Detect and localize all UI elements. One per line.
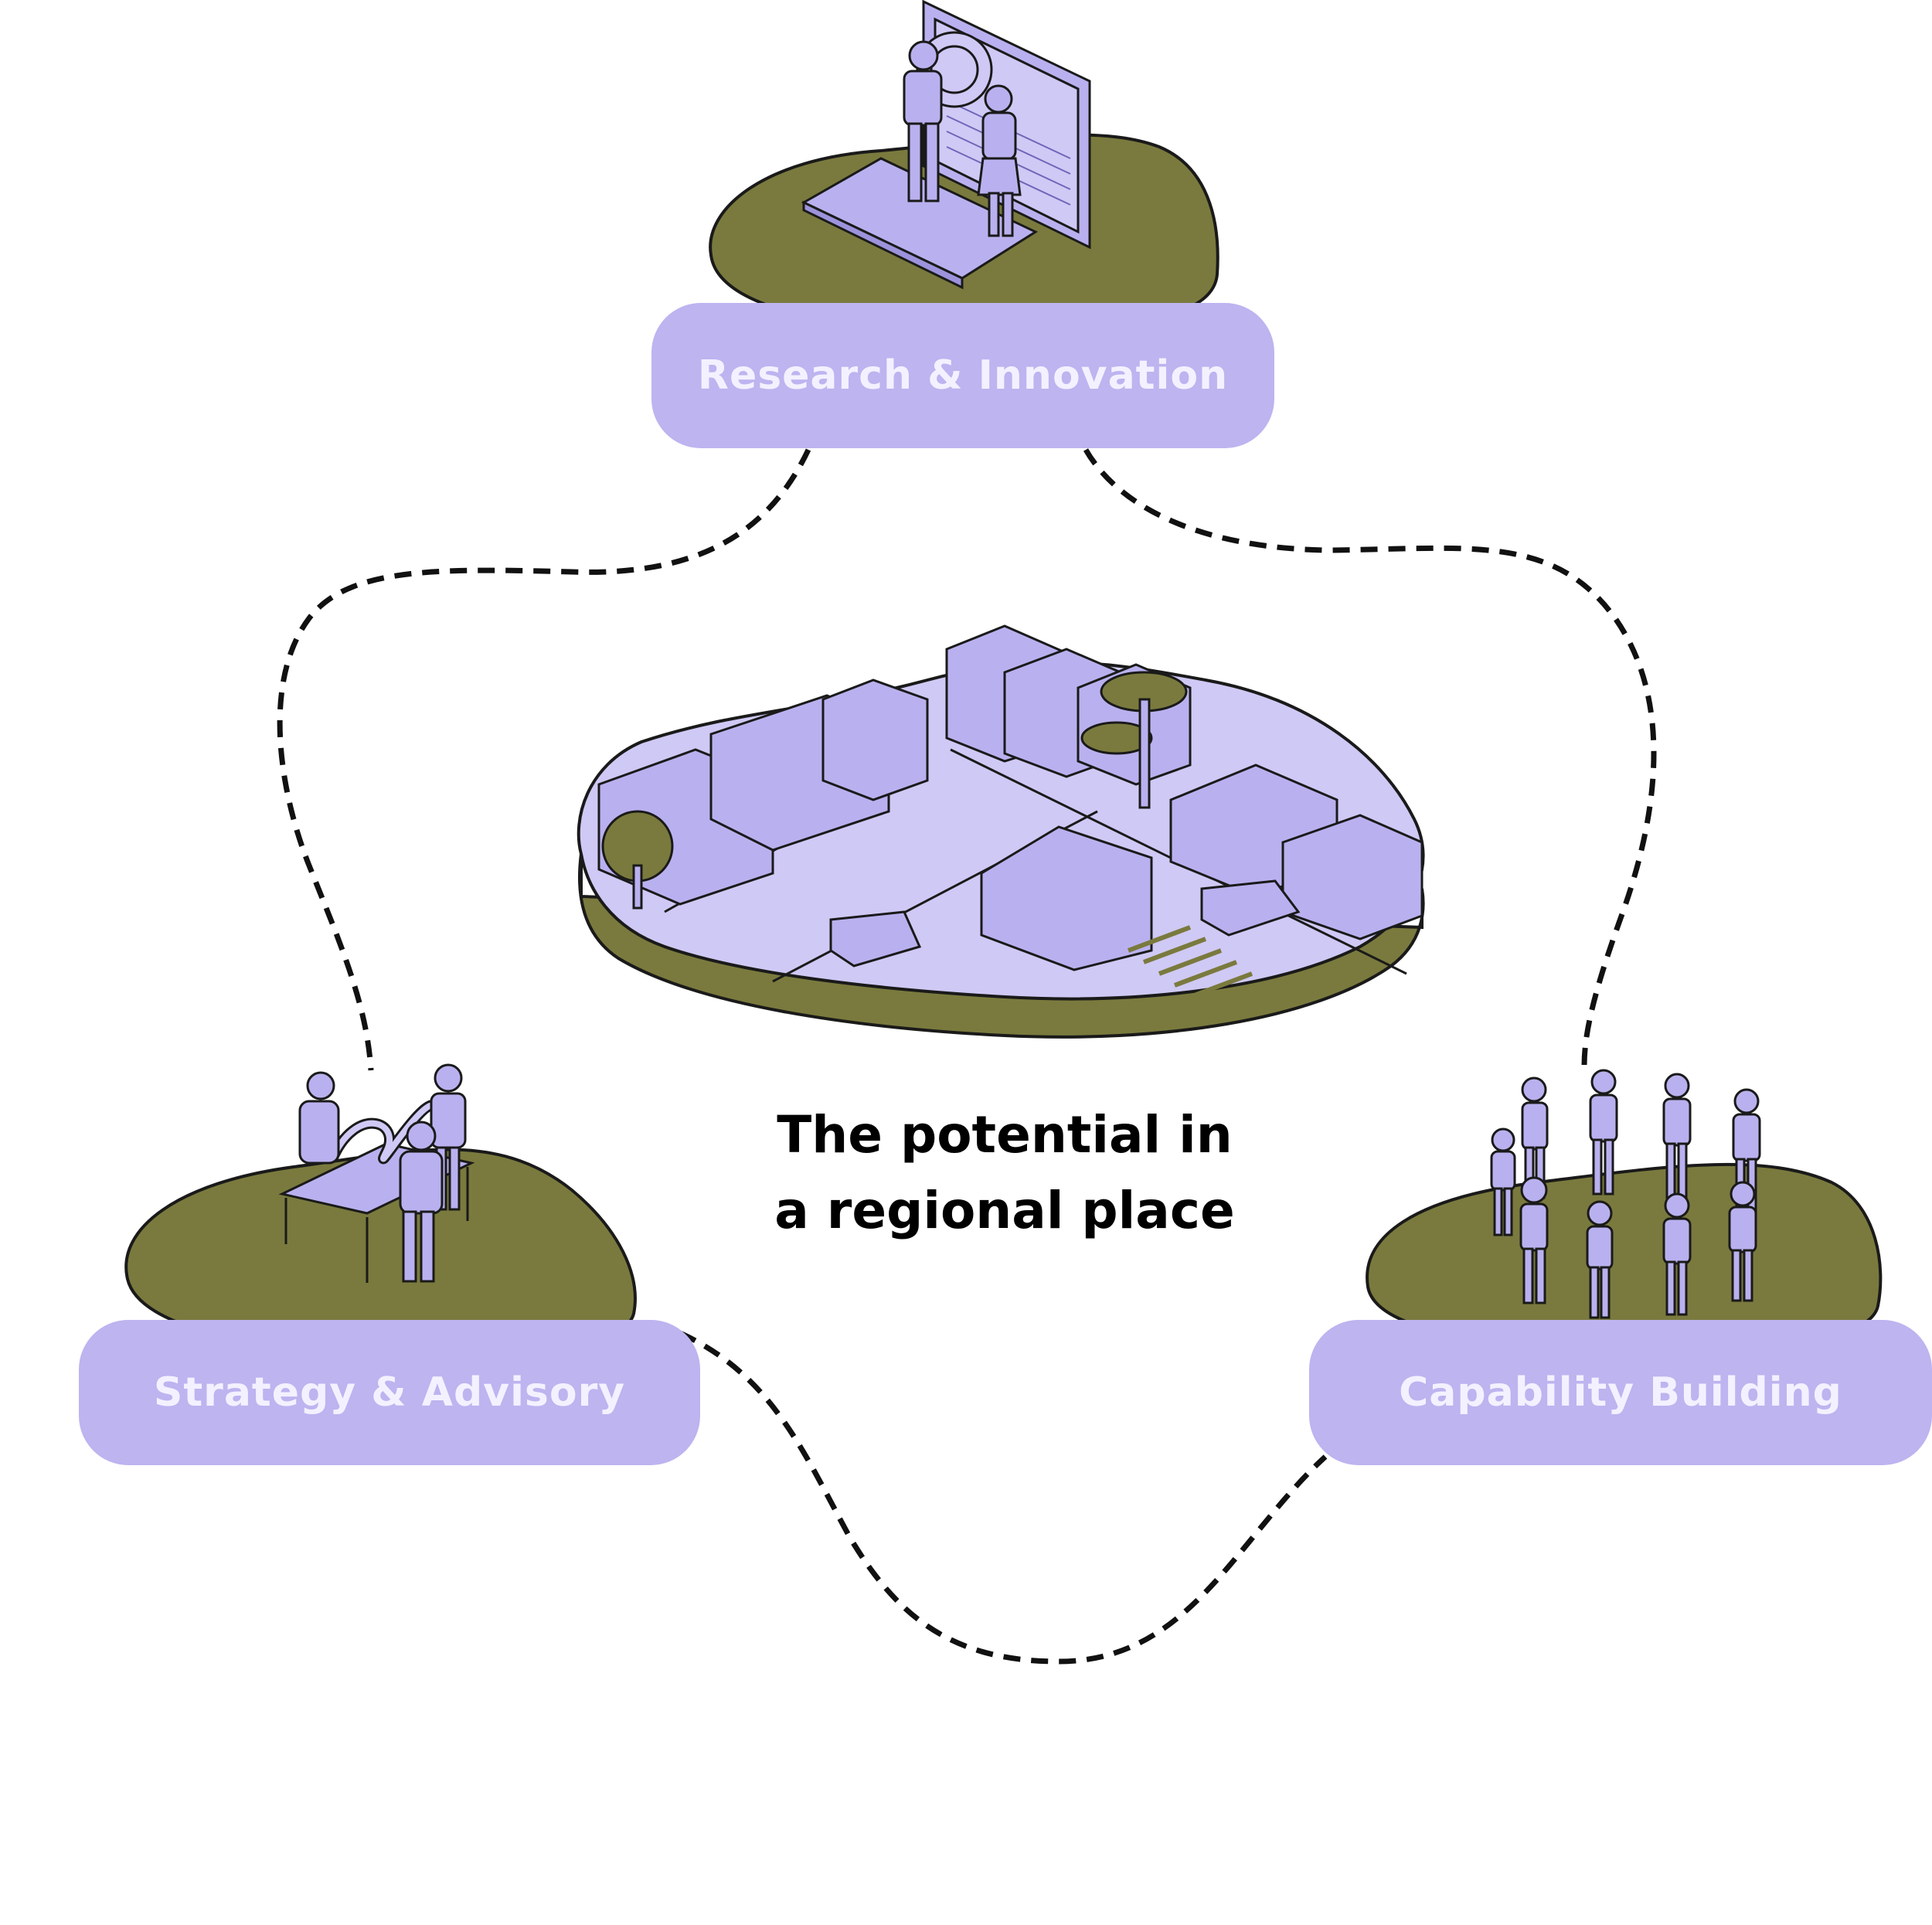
node-label: Strategy & Advisory <box>154 1369 625 1416</box>
node-strategy-advisory: Strategy & Advisory <box>79 1320 700 1465</box>
connector-strategy-capability <box>680 1333 1325 1661</box>
center-title-line-2: a regional place <box>696 1173 1314 1249</box>
node-research-innovation: Research & Innovation <box>651 303 1274 448</box>
research-island <box>710 2 1218 331</box>
node-capability-building: Capability Building <box>1309 1320 1932 1465</box>
connector-lines <box>280 450 1654 1661</box>
center-title-line-1: The potential in <box>696 1097 1314 1173</box>
person-advisor-1 <box>300 1073 338 1163</box>
town-island <box>579 626 1423 1037</box>
node-label: Research & Innovation <box>698 352 1228 399</box>
strategy-island <box>126 1065 635 1352</box>
node-label: Capability Building <box>1399 1369 1842 1416</box>
center-title: The potential in a regional place <box>696 1097 1314 1249</box>
capability-island <box>1367 1070 1880 1349</box>
